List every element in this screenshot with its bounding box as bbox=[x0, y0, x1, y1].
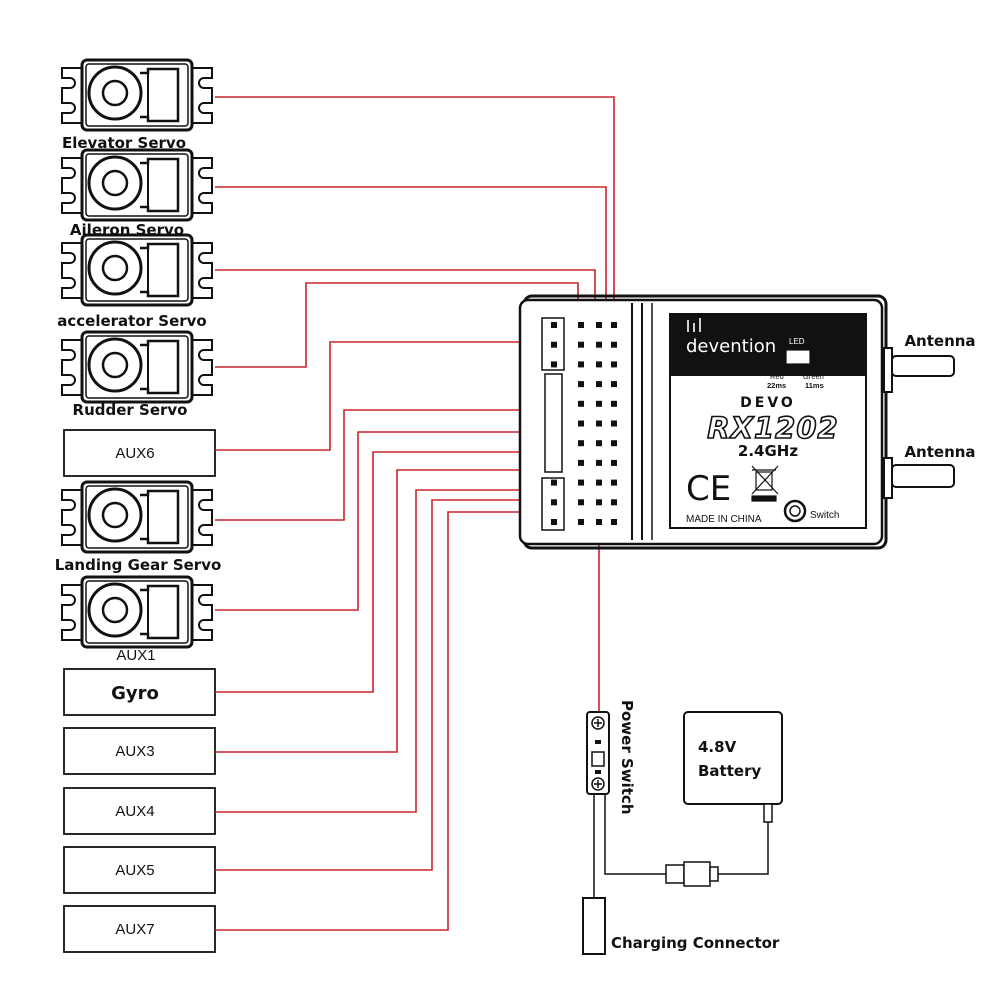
aux1-servo-label: AUX1 bbox=[116, 647, 155, 664]
receiver-pin bbox=[578, 499, 584, 506]
switch-slider[interactable] bbox=[591, 751, 605, 767]
aux3-label: AUX3 bbox=[115, 743, 154, 760]
receiver-pin bbox=[578, 420, 584, 427]
receiver-pin bbox=[596, 459, 602, 466]
landing-gear-servo: Landing Gear Servo bbox=[55, 480, 222, 574]
aux7-box: AUX7 bbox=[63, 905, 216, 953]
led-red-label: Red bbox=[770, 372, 784, 381]
receiver-pin bbox=[596, 519, 602, 525]
receiver-pin bbox=[551, 361, 557, 368]
receiver-pins bbox=[551, 322, 617, 525]
receiver-pin bbox=[611, 361, 617, 368]
aux7-label: AUX7 bbox=[115, 921, 154, 938]
battery-voltage-label: 4.8V bbox=[698, 738, 737, 756]
aux4-box: AUX4 bbox=[63, 787, 216, 835]
receiver-pin bbox=[596, 499, 602, 506]
gyro-label: Gyro bbox=[111, 683, 159, 704]
receiver-pin bbox=[611, 479, 617, 486]
ce-mark: CE bbox=[686, 469, 731, 509]
receiver: devention LED Red 22ms Green 11ms DEVO R… bbox=[518, 294, 888, 550]
cable-switch-to-battery bbox=[604, 794, 666, 875]
receiver-pin bbox=[578, 361, 584, 368]
aux6-label: AUX6 bbox=[115, 445, 154, 462]
receiver-pin bbox=[551, 479, 557, 486]
receiver-pin bbox=[578, 322, 584, 328]
receiver-pin bbox=[611, 400, 617, 407]
charging-connector: Charging Connector bbox=[582, 897, 780, 955]
receiver-pin bbox=[596, 361, 602, 368]
receiver-pin bbox=[578, 440, 584, 447]
receiver-pin bbox=[611, 519, 617, 525]
gyro-box: Gyro bbox=[63, 668, 216, 716]
wire-aileron bbox=[215, 186, 607, 330]
wire-elevator bbox=[215, 96, 615, 320]
series-label: DEVO bbox=[740, 395, 796, 411]
aux3-box: AUX3 bbox=[63, 727, 216, 775]
battery-label: Battery bbox=[698, 762, 761, 780]
receiver-pin bbox=[611, 420, 617, 427]
switch-label: Switch bbox=[810, 510, 839, 521]
receiver-pin bbox=[551, 499, 557, 506]
elevator-servo-label: Elevator Servo bbox=[62, 134, 186, 152]
charging-connector-label: Charging Connector bbox=[611, 934, 780, 952]
rudder-servo: Rudder Servo bbox=[60, 330, 214, 419]
accelerator-servo-label: accelerator Servo bbox=[57, 312, 206, 330]
receiver-pin bbox=[578, 400, 584, 407]
wire-aux5 bbox=[215, 499, 599, 871]
elevator-servo: Elevator Servo bbox=[60, 58, 214, 152]
battery-pack: 4.8V Battery bbox=[683, 711, 783, 823]
receiver-pin bbox=[578, 341, 584, 348]
receiver-pin bbox=[551, 341, 557, 348]
receiver-pin bbox=[596, 479, 602, 486]
antenna-2-label: Antenna bbox=[904, 443, 975, 461]
led-red-time: 22ms bbox=[767, 381, 786, 390]
aux6-box: AUX6 bbox=[63, 429, 216, 477]
led-green-time: 11ms bbox=[805, 381, 824, 390]
receiver-pin bbox=[578, 479, 584, 486]
accelerator-servo: accelerator Servo bbox=[57, 233, 214, 330]
antenna-1-label: Antenna bbox=[904, 332, 975, 350]
receiver-pin bbox=[596, 341, 602, 348]
aux1-servo: AUX1 bbox=[60, 575, 214, 664]
bind-switch-icon bbox=[789, 505, 801, 517]
receiver-pin bbox=[596, 420, 602, 427]
power-switch[interactable]: Power Switch bbox=[586, 700, 636, 815]
receiver-pin bbox=[578, 459, 584, 466]
inline-connector bbox=[665, 861, 719, 887]
receiver-pin bbox=[596, 381, 602, 388]
aux4-label: AUX4 bbox=[115, 803, 154, 820]
receiver-pin bbox=[611, 499, 617, 506]
receiver-pin bbox=[596, 322, 602, 328]
wire-aux7 bbox=[215, 511, 599, 931]
made-in-label: MADE IN CHINA bbox=[686, 514, 762, 525]
landing-gear-servo-label: Landing Gear Servo bbox=[55, 556, 222, 574]
receiver-pin bbox=[611, 459, 617, 466]
led-green-label: Green bbox=[803, 372, 824, 381]
antenna-2: Antenna bbox=[883, 443, 976, 499]
led-indicator bbox=[785, 349, 811, 365]
aux5-label: AUX5 bbox=[115, 862, 154, 879]
antenna-1: Antenna bbox=[883, 332, 976, 393]
receiver-pin bbox=[611, 440, 617, 447]
brand-logo-text: devention bbox=[686, 336, 776, 357]
receiver-pin bbox=[596, 440, 602, 447]
model-label: RX1202 bbox=[707, 411, 838, 445]
receiver-pin bbox=[611, 322, 617, 328]
cable-to-battery bbox=[718, 822, 769, 875]
receiver-pin bbox=[578, 519, 584, 525]
frequency-label: 2.4GHz bbox=[738, 442, 798, 460]
receiver-pin bbox=[551, 519, 557, 525]
weee-bin-icon bbox=[751, 465, 779, 502]
receiver-pin bbox=[551, 322, 557, 328]
rudder-servo-label: Rudder Servo bbox=[73, 401, 188, 419]
led-label: LED bbox=[789, 337, 805, 346]
aileron-servo: Aileron Servo bbox=[60, 148, 214, 239]
receiver-pin bbox=[596, 400, 602, 407]
receiver-pin bbox=[578, 381, 584, 388]
receiver-pin bbox=[611, 341, 617, 348]
power-switch-label: Power Switch bbox=[618, 700, 636, 815]
receiver-pin bbox=[611, 381, 617, 388]
aux5-box: AUX5 bbox=[63, 846, 216, 894]
